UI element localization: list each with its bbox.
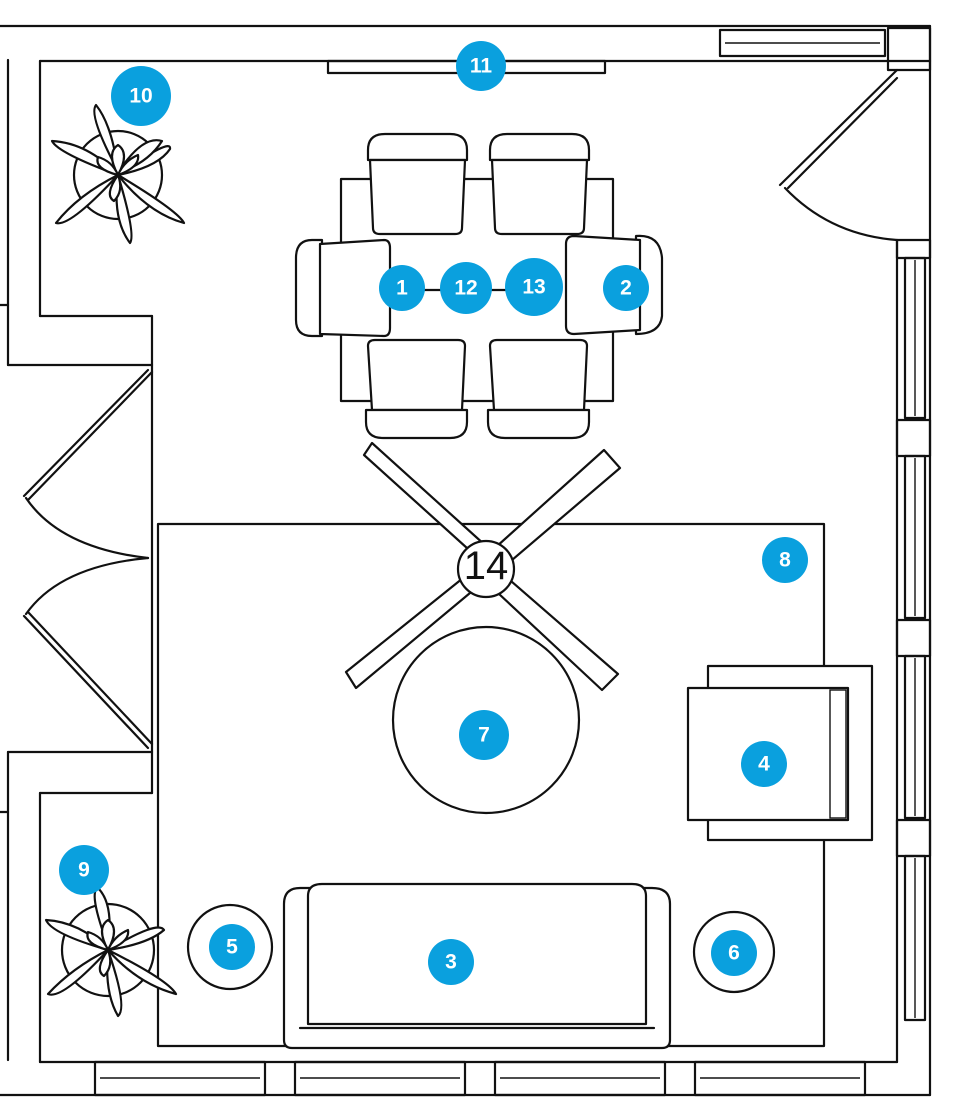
- marker-13[interactable]: 13: [505, 258, 563, 316]
- marker-10[interactable]: 10: [111, 66, 171, 126]
- marker-8-label: 8: [779, 549, 791, 572]
- plant-bottom: [44, 886, 178, 1018]
- marker-6[interactable]: 6: [711, 930, 757, 976]
- sofa: [282, 882, 672, 1050]
- marker-4-label: 4: [758, 753, 770, 776]
- marker-13-label: 13: [522, 276, 545, 299]
- marker-2[interactable]: 2: [603, 265, 649, 311]
- marker-11-label: 11: [470, 55, 493, 78]
- marker-9[interactable]: 9: [59, 845, 109, 895]
- marker-12-label: 12: [454, 277, 477, 300]
- marker-11[interactable]: 11: [456, 41, 506, 91]
- ceiling-fan: [344, 441, 622, 692]
- marker-12[interactable]: 12: [440, 262, 492, 314]
- marker-9-label: 9: [78, 859, 90, 882]
- armchair: [686, 664, 874, 842]
- plant-top: [50, 103, 186, 245]
- marker-5[interactable]: 5: [209, 924, 255, 970]
- marker-1[interactable]: 1: [379, 265, 425, 311]
- marker-7[interactable]: 7: [459, 710, 509, 760]
- marker-3[interactable]: 3: [428, 939, 474, 985]
- marker-3-label: 3: [445, 951, 457, 974]
- marker-14-label: 14: [464, 544, 509, 588]
- marker-14[interactable]: 14: [464, 544, 509, 588]
- marker-1-label: 1: [396, 277, 408, 300]
- marker-10-label: 10: [129, 85, 152, 108]
- marker-2-label: 2: [620, 277, 632, 300]
- marker-7-label: 7: [478, 724, 490, 747]
- marker-5-label: 5: [226, 936, 238, 959]
- marker-4[interactable]: 4: [741, 741, 787, 787]
- walls: [0, 24, 932, 1097]
- marker-6-label: 6: [728, 942, 740, 965]
- marker-8[interactable]: 8: [762, 537, 808, 583]
